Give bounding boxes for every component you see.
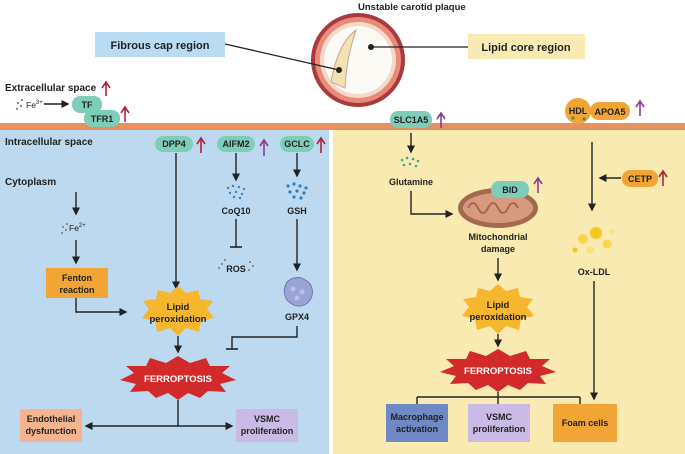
- intracellular-label: Intracellular space: [5, 137, 93, 148]
- left-vsmc-box: [236, 409, 298, 442]
- slc1a5-protein: [390, 111, 432, 128]
- hdl-particle-icon: [565, 98, 591, 124]
- plaque-illustration: [311, 13, 405, 107]
- extracellular-up-icon: [101, 80, 111, 96]
- tfr1-label: TFR1: [91, 114, 114, 124]
- plaque-title: Unstable carotid plaque: [358, 2, 466, 13]
- right-vsmc-line1: VSMC: [486, 412, 513, 422]
- slc1a5-label: SLC1A5: [394, 115, 429, 125]
- fibrous-cap-label: Fibrous cap region: [110, 40, 209, 52]
- hdl-label: HDL: [569, 106, 588, 116]
- gclc-label: GCLC: [284, 139, 310, 149]
- apoa5-protein: [590, 102, 630, 120]
- tfr1-protein: [84, 110, 120, 127]
- bid-up-icon: [533, 176, 543, 193]
- fe3-dots-icon: [16, 99, 23, 110]
- right-ferroptosis-label: FERROPTOSIS: [464, 366, 532, 377]
- cytoplasm-label: Cytoplasm: [5, 177, 56, 188]
- fe2-dots-icon: [61, 223, 68, 234]
- gpx4-label: GPX4: [285, 312, 309, 322]
- right-lipid-starburst: [462, 284, 534, 334]
- fenton-box: [46, 268, 108, 298]
- cell-membrane: [0, 123, 685, 130]
- right-vsmc-line2: proliferation: [473, 424, 526, 434]
- bid-label: BID: [502, 185, 518, 195]
- fenton-line1: Fenton: [62, 273, 92, 283]
- right-ferroptosis-starburst: [440, 349, 556, 392]
- mito-line1: Mitochondrial: [469, 232, 528, 242]
- left-vsmc-line2: proliferation: [241, 426, 294, 436]
- foam-cells-box: [553, 404, 617, 442]
- right-lipid-line1: Lipid: [487, 300, 510, 311]
- coq10-dots-icon: [226, 184, 246, 200]
- endothelial-line1: Endothelial: [27, 414, 76, 424]
- cetp-up-icon: [658, 169, 668, 186]
- left-lipid-line2: peroxidation: [149, 314, 206, 325]
- left-lipid-line1: Lipid: [167, 302, 190, 313]
- lipid-core-label: Lipid core region: [481, 42, 571, 54]
- fibrous-pointer: [224, 43, 340, 71]
- glutamine-dots-icon: [400, 156, 420, 168]
- tf-protein: [72, 96, 102, 113]
- fenton-to-lipid-arrow: [75, 298, 128, 316]
- cetp-label: CETP: [628, 174, 652, 184]
- cetp-protein: [622, 170, 658, 187]
- oxldl-label: Ox-LDL: [578, 267, 611, 277]
- ros-label: ROS: [226, 264, 246, 274]
- macrophage-box: [386, 404, 448, 442]
- left-ferroptosis-starburst: [120, 356, 236, 400]
- tfr1-up-icon: [120, 105, 130, 122]
- gclc-up-icon: [316, 136, 326, 153]
- right-vsmc-box: [468, 404, 530, 442]
- apoa5-label: APOA5: [594, 107, 625, 117]
- slc1a5-up-icon: [436, 111, 446, 128]
- gclc-protein: [280, 136, 314, 152]
- foam-cells-label: Foam cells: [562, 418, 609, 428]
- extracellular-label: Extracellular space: [5, 83, 97, 94]
- fe3-label: Fe3+: [26, 100, 43, 110]
- bid-protein: [491, 181, 529, 198]
- fibrous-cap-label-box: [95, 32, 225, 57]
- oxldl-particles-icon: [572, 227, 615, 254]
- gsh-label: GSH: [287, 206, 307, 216]
- glutamine-label: Glutamine: [389, 177, 433, 187]
- endothelial-box: [20, 409, 82, 442]
- fenton-line2: reaction: [59, 285, 94, 295]
- mito-line2: damage: [481, 244, 515, 254]
- fe2-label: Fe2+: [69, 223, 86, 233]
- left-vsmc-line1: VSMC: [254, 414, 281, 424]
- lipid-pointer-dot: [368, 44, 374, 50]
- dpp4-label: DPP4: [162, 139, 186, 149]
- apoa5-up-icon: [635, 99, 645, 116]
- left-lipid-starburst: [142, 286, 214, 336]
- aifm2-label: AIFM2: [223, 139, 250, 149]
- tf-label: TF: [82, 100, 93, 110]
- endothelial-line2: dysfunction: [26, 426, 77, 436]
- dpp4-protein: [155, 136, 193, 152]
- ros-dots-icon: [218, 259, 254, 271]
- macrophage-line2: activation: [396, 424, 438, 434]
- gpx4-protein-icon: [283, 277, 313, 307]
- lipid-core-label-box: [468, 34, 585, 59]
- coq10-label: CoQ10: [221, 206, 250, 216]
- gpx4-inhibits-ferroptosis: [231, 326, 298, 349]
- dpp4-up-icon: [196, 136, 206, 153]
- macrophage-line1: Macrophage: [390, 412, 443, 422]
- aifm2-up-icon: [259, 138, 269, 156]
- aifm2-protein: [217, 136, 255, 152]
- left-ferroptosis-label: FERROPTOSIS: [144, 374, 212, 385]
- gsh-dots-icon: [286, 182, 308, 200]
- fibrous-pointer-dot: [336, 67, 342, 73]
- glutamine-to-mito-arrow: [410, 191, 454, 218]
- right-lipid-line2: peroxidation: [469, 312, 526, 323]
